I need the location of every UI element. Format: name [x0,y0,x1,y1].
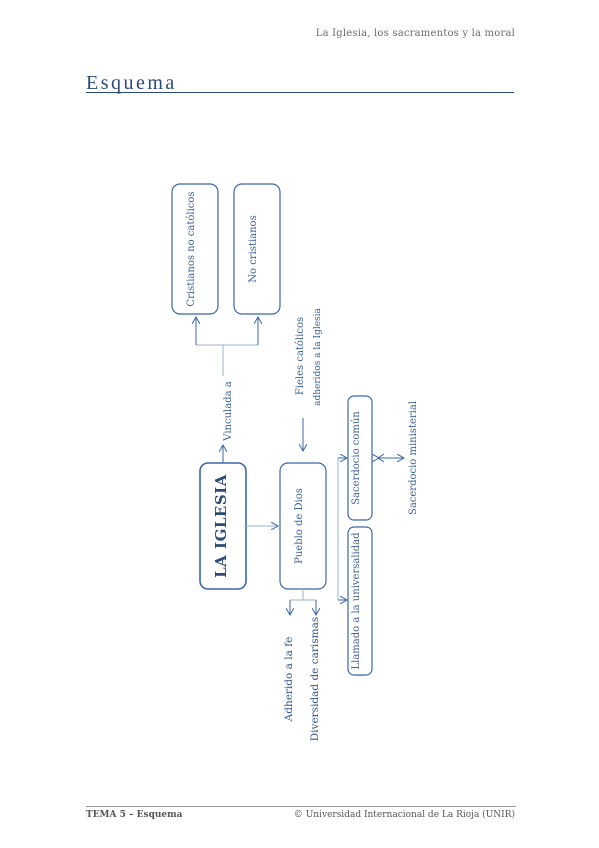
footer-copyright: © Universidad Internacional de La Rioja … [293,810,515,820]
section-title: Esquema [86,72,177,94]
adherido-label: Adherido a la fe [283,636,295,722]
no-cristianos-box [233,183,281,315]
running-title: La Iglesia, los sacramentos y la moral [315,28,515,39]
sacerdocio-ministerial-label: Sacerdocio ministerial [408,400,419,516]
footer-rule [86,806,516,807]
double-arrow-left-head [377,453,385,463]
cristianos-box [171,183,219,315]
footer-topic: TEMA 5 – Esquema [86,810,183,820]
vinculada-label: Vinculada a [223,381,234,441]
main-node-label: LA IGLESIA [212,474,230,578]
pueblo-label: Pueblo de Dios [294,488,305,564]
llamado-label: Llamado a la universalidad [351,532,362,670]
diversidad-label: Diversidad de carismas [309,616,321,742]
fieles-label-line1: Fieles católicos [295,316,306,396]
llamado-box [347,526,373,676]
cristianos-label: Cristianos no católicos [186,191,197,307]
title-underline [86,92,514,93]
sacerdocio-comun-label: Sacerdocio común [351,411,362,505]
no-cristianos-label: No cristianos [248,215,259,283]
fieles-label-line2: adheridos a la Iglesia [313,308,323,406]
